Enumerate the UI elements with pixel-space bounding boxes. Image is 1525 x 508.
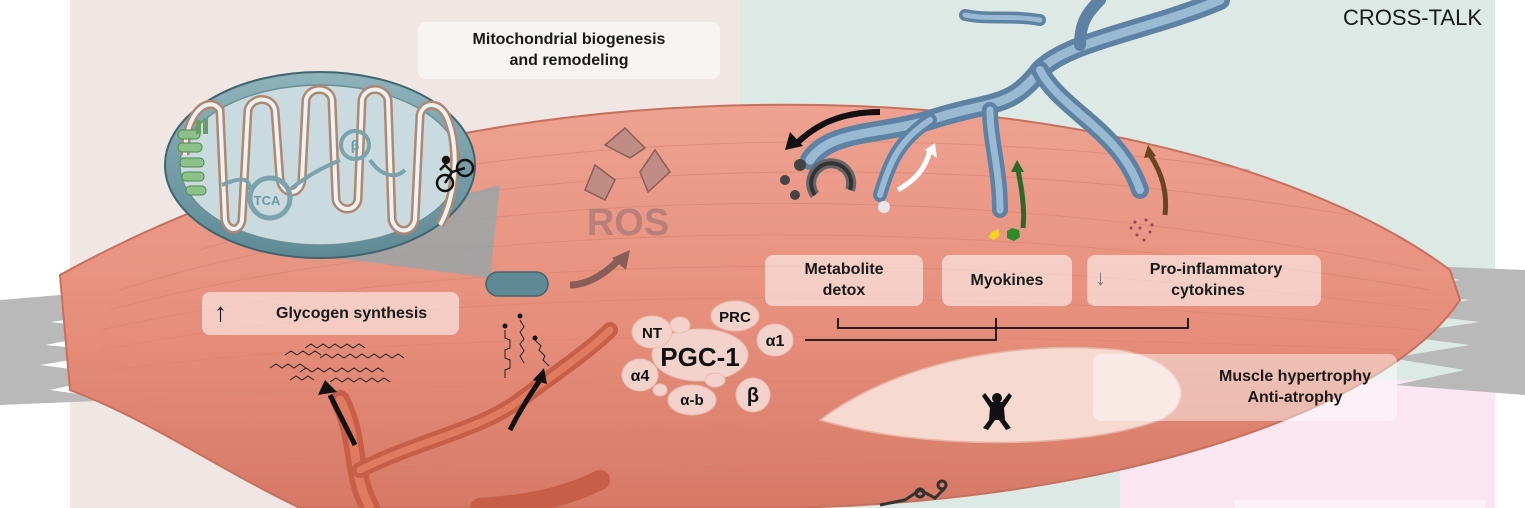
proinflam-line1: Pro-inflammatory: [1149, 261, 1283, 278]
myokine-arrow: [1015, 169, 1027, 229]
detox-arrow: [792, 109, 881, 148]
pgc1-nt-label: NT: [642, 325, 662, 342]
tca-label: TCA: [254, 193, 281, 208]
metabolite-detox-label: Metabolite detox: [765, 255, 923, 306]
beta-ox-ring: [339, 129, 371, 161]
blood-vessel-blue: [800, 0, 1230, 218]
crosstalk-title: CROSS-TALK: [1343, 5, 1482, 30]
pgc1-ab-label: α-b: [680, 392, 703, 409]
down-arrow-icon: ↓: [1095, 265, 1106, 290]
weightlifter-icon: [982, 393, 1012, 430]
mito-biogenesis-line2: and remodeling: [509, 52, 629, 69]
tca-cycle-ring: [247, 175, 293, 221]
margin-right: [1495, 0, 1525, 508]
myokines-label: Myokines: [942, 255, 1072, 306]
cyclist-icon: [435, 155, 475, 193]
proinflam-line2: cytokines: [1171, 282, 1245, 299]
glycogen-synthesis-label: ↑ Glycogen synthesis: [202, 292, 459, 335]
myokine-green: [1007, 228, 1020, 241]
glycogen-up-arrow-2: [507, 378, 543, 432]
recycle-dark-icon: [806, 158, 857, 198]
white-arrow: [896, 149, 933, 193]
blood-vessel-red: [330, 322, 618, 508]
hypertrophy-line2: Anti-atrophy: [1247, 389, 1343, 406]
hypertrophy-label: Muscle hypertrophy Anti-atrophy: [1093, 354, 1397, 421]
bottom-molecule-icon: [879, 479, 948, 507]
cytokine-dots: [1129, 218, 1154, 242]
pgc1-complex: [621, 300, 794, 416]
recycle-icon: [584, 126, 671, 202]
crosstalk-bracket: [805, 318, 1189, 341]
metabolite-line2: detox: [822, 282, 866, 299]
mito-biogenesis-line1: Mitochondrial biogenesis: [472, 31, 666, 48]
pgc1-b-label: β: [747, 385, 759, 407]
mitochondrion: [164, 71, 549, 297]
glycogen-chain-icon: [269, 319, 550, 383]
margin-left: [0, 0, 70, 508]
proinflammatory-label: ↓ Pro-inflammatory cytokines: [1087, 255, 1321, 306]
ros-label: ROS: [587, 202, 669, 244]
tendon-right: [1390, 265, 1525, 395]
beta-oxidation-label: β: [351, 137, 360, 153]
glycogen-up-arrow-1: [327, 393, 358, 447]
glycogen-text: Glycogen synthesis: [276, 305, 428, 322]
small-mitochondrion: [485, 271, 549, 297]
pgc1-a4-label: α4: [631, 368, 650, 385]
mito-biogenesis-label: Mitochondrial biogenesis and remodeling: [418, 22, 720, 79]
metabolite-line1: Metabolite: [804, 261, 884, 278]
electron-transport-chain: [177, 118, 208, 196]
up-arrow-icon: ↑: [214, 297, 227, 327]
hypertrophy-line1: Muscle hypertrophy: [1218, 368, 1372, 385]
pgc1-prc-label: PRC: [719, 309, 751, 326]
pgc1-label: PGC-1: [660, 342, 739, 372]
cytokine-arrow: [1147, 153, 1169, 216]
myokine-yellow: [988, 229, 1000, 240]
myokines-text: Myokines: [970, 272, 1044, 289]
pgc1-a1-label: α1: [766, 333, 785, 350]
